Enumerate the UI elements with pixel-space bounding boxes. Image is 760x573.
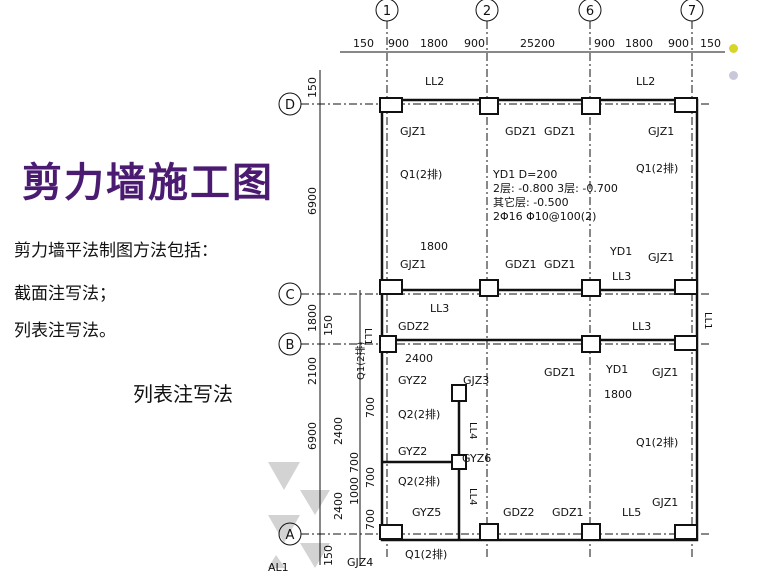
label-ll1-right: LL1 (702, 312, 713, 330)
label-gyz2-top: GYZ2 (398, 374, 427, 387)
dim-top-5: 25200 (520, 37, 555, 50)
dim-top-1: 150 (353, 37, 374, 50)
label-gjz3: GJZ3 (463, 374, 489, 387)
label-ll5: LL5 (622, 506, 641, 519)
label-gdz1-c-1: GDZ1 (505, 258, 537, 271)
label-gdz1-c-2: GDZ1 (544, 258, 576, 271)
label-ll4-top: LL4 (467, 422, 478, 440)
label-yd1-b: YD1 (605, 363, 628, 376)
label-gjz1-b: GJZ1 (652, 366, 678, 379)
dim-left-7: 700 (364, 397, 377, 418)
axis-labels: 1 2 6 7 D C B A (285, 4, 696, 543)
dim-left-5: 2100 (306, 357, 319, 385)
label-gjz1-d-right: GJZ1 (648, 125, 674, 138)
label-ll3-c: LL3 (612, 270, 631, 283)
label-gjz1-c-left: GJZ1 (400, 258, 426, 271)
label-al1: AL1 (268, 561, 289, 573)
label-yd1-c: YD1 (609, 245, 632, 258)
dim-left-9: 700 (348, 452, 361, 473)
dim-top-6: 900 (594, 37, 615, 50)
axis-label-B: B (286, 338, 295, 353)
label-gdz2-b: GDZ2 (398, 320, 430, 333)
dim-left-2: 6900 (306, 187, 319, 215)
label-q2-bottom: Q2(2排) (398, 474, 440, 488)
dim-inner-3: 1800 (604, 388, 632, 401)
opening-note-2: 2层: -0.800 3层: -0.700 (493, 182, 618, 195)
label-gyz5: GYZ5 (412, 506, 441, 519)
dim-left-10: 1000 (348, 477, 361, 505)
body-line-methods: 剪力墙平法制图方法包括： (14, 241, 218, 261)
dim-top-8: 900 (668, 37, 689, 50)
label-gdz1-d-2: GDZ1 (544, 125, 576, 138)
dim-top-9: 150 (700, 37, 721, 50)
label-ll2-left: LL2 (425, 75, 444, 88)
element-labels: LL2 LL2 GJZ1 GDZ1 GDZ1 GJZ1 Q1(2排) Q1(2排… (268, 75, 678, 573)
label-q2-top: Q2(2排) (398, 407, 440, 421)
label-ll3-b: LL3 (632, 320, 651, 333)
dim-top-4: 900 (464, 37, 485, 50)
label-q1-bottom: Q1(2排) (405, 547, 447, 561)
label-gdz2-a: GDZ2 (503, 506, 535, 519)
dim-left-12: 2400 (332, 492, 345, 520)
opening-note-4: 2Φ16 Φ10@100(2) (493, 210, 596, 223)
axis-label-6: 6 (586, 4, 594, 19)
bullet-dot-lavender (729, 71, 738, 80)
dim-inner-2: 2400 (405, 352, 433, 365)
label-ll4-bottom: LL4 (467, 488, 478, 506)
label-gdz1-a: GDZ1 (552, 506, 584, 519)
axis-label-2: 2 (483, 4, 491, 19)
label-ll1-left: LL1 (362, 328, 373, 346)
label-gyz2-mid: GYZ2 (398, 445, 427, 458)
body-line-section: 截面注写法； (14, 284, 116, 304)
watermark-pattern (268, 462, 330, 568)
label-gjz4: GJZ4 (347, 556, 373, 569)
axis-label-C: C (285, 288, 294, 303)
dim-top-3: 1800 (420, 37, 448, 50)
opening-note-1: YD1 D=200 (492, 168, 557, 181)
dim-left-1: 150 (306, 77, 319, 98)
dimension-texts: 150 900 1800 900 25200 900 1800 900 150 … (306, 37, 721, 566)
body-line-list: 列表注写法。 (14, 321, 116, 341)
label-q1-vertical: Q1(2排) (354, 342, 367, 380)
dim-inner-1: 1800 (420, 240, 448, 253)
wall-outline (380, 98, 699, 542)
dim-left-11: 700 (364, 467, 377, 488)
opening-note-3: 其它层: -0.500 (493, 195, 569, 209)
label-gjz1-c-right: GJZ1 (648, 251, 674, 264)
label-gdz1-b: GDZ1 (544, 366, 576, 379)
dim-left-3: 1800 (306, 304, 319, 332)
label-gdz1-d-1: GDZ1 (505, 125, 537, 138)
subheading: 列表注写法 (133, 382, 233, 406)
label-ll3-left: LL3 (430, 302, 449, 315)
axis-label-7: 7 (688, 4, 696, 19)
axis-label-A: A (286, 528, 295, 543)
dim-left-4: 150 (322, 315, 335, 336)
axis-label-1: 1 (383, 4, 391, 19)
label-ll2-right: LL2 (636, 75, 655, 88)
dim-left-13: 700 (364, 509, 377, 530)
dim-left-8: 2400 (332, 417, 345, 445)
dim-top-2: 900 (388, 37, 409, 50)
axis-label-D: D (285, 98, 295, 113)
bullet-dot-yellow (729, 44, 738, 53)
label-q1-left: Q1(2排) (400, 167, 442, 181)
label-gyz6: GYZ6 (462, 452, 491, 465)
dim-left-14: 150 (322, 545, 335, 566)
dim-left-6: 6900 (306, 422, 319, 450)
label-gjz1-a: GJZ1 (652, 496, 678, 509)
label-gjz1-d-left: GJZ1 (400, 125, 426, 138)
dim-top-7: 1800 (625, 37, 653, 50)
wall-columns (379, 97, 698, 541)
slide-title: 剪力墙施工图 (22, 159, 274, 206)
rotated-labels: LL1 LL1 Q1(2排) LL4 LL4 (354, 312, 713, 506)
label-q1-right: Q1(2排) (636, 161, 678, 175)
label-q1-a: Q1(2排) (636, 435, 678, 449)
